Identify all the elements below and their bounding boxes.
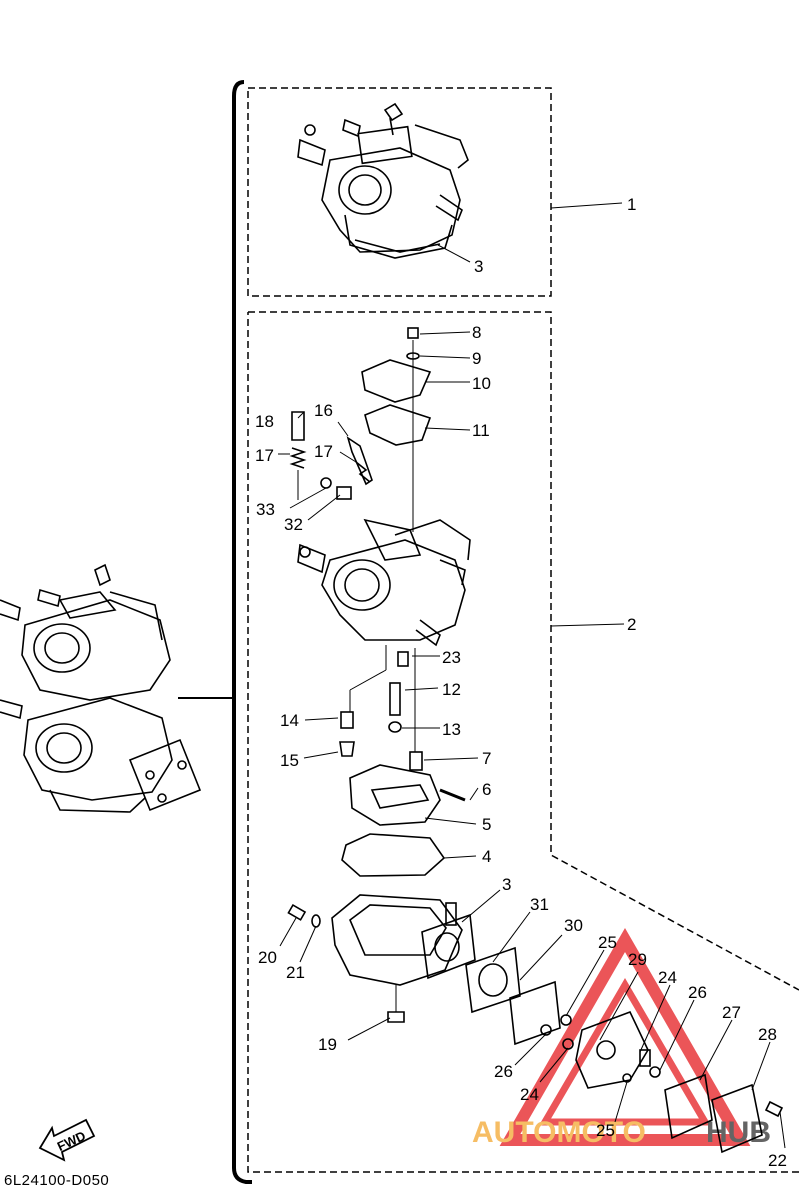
- pin-6: [439, 788, 466, 802]
- callout-28: 28: [758, 1025, 777, 1044]
- screw-8: [407, 327, 419, 339]
- callout-25-top: 25: [598, 933, 617, 952]
- cover-10: [361, 359, 432, 403]
- callout-32: 32: [284, 515, 303, 534]
- fuel-pump-parts: [421, 913, 784, 1154]
- screw-22: [764, 1100, 784, 1118]
- valve-24a: [560, 1014, 572, 1026]
- fwd-arrow-icon: FWD: [38, 1118, 96, 1162]
- callout-33: 33: [256, 500, 275, 519]
- float-chamber-parts: [287, 894, 463, 1023]
- callout-3-upper: 3: [474, 257, 483, 276]
- gasket-11: [364, 404, 432, 446]
- callout-14: 14: [280, 711, 299, 730]
- callout-23: 23: [442, 648, 461, 667]
- fwd-label: FWD: [55, 1128, 88, 1154]
- callout-2: 2: [627, 615, 636, 634]
- gasket-31: [421, 913, 476, 980]
- callout-24-bottom: 24: [520, 1085, 539, 1104]
- spring-17-right: [355, 461, 371, 483]
- float-5: [349, 764, 441, 826]
- callout-19: 19: [318, 1035, 337, 1054]
- carburetor-assembly-upper: [297, 102, 469, 259]
- bolt-20: [287, 903, 307, 921]
- callout-4: 4: [482, 847, 491, 866]
- callout-24-top: 24: [658, 968, 677, 987]
- leader-lines: [278, 202, 786, 1149]
- jet-13: [388, 721, 402, 733]
- spring-17-left: [289, 447, 307, 469]
- jet-23: [397, 651, 409, 667]
- callout-26-bottom: 26: [494, 1062, 513, 1081]
- callout-31: 31: [530, 895, 549, 914]
- callout-16: 16: [314, 401, 333, 420]
- callout-13: 13: [442, 720, 461, 739]
- callout-21: 21: [286, 963, 305, 982]
- callout-15: 15: [280, 751, 299, 770]
- callout-18: 18: [255, 412, 274, 431]
- float-chamber-3: [331, 894, 463, 986]
- callout-17-right: 17: [314, 442, 333, 461]
- callout-6: 6: [482, 780, 491, 799]
- main-bracket: [232, 80, 252, 1184]
- callout-30: 30: [564, 916, 583, 935]
- screw-26b: [649, 1066, 661, 1078]
- callout-25-bottom: 25: [596, 1121, 615, 1140]
- oring-33: [320, 477, 332, 489]
- watermark-text-a: AUTOMOTO: [472, 1116, 646, 1149]
- callout-27: 27: [722, 1003, 741, 1022]
- callout-12: 12: [442, 680, 461, 699]
- diagram-code: 6L24100-D050: [4, 1172, 110, 1189]
- callout-26-top: 26: [688, 983, 707, 1002]
- jet-parts: [339, 645, 466, 877]
- callout-8: 8: [472, 323, 481, 342]
- callout-9: 9: [472, 349, 481, 368]
- callout-17-left: 17: [255, 446, 274, 465]
- part-32: [336, 486, 352, 500]
- callout-11: 11: [472, 421, 490, 440]
- callout-5: 5: [482, 815, 491, 834]
- callout-20: 20: [258, 948, 277, 967]
- jet-14: [340, 711, 354, 729]
- top-cover-parts: [361, 327, 432, 532]
- screw-19: [387, 1011, 405, 1023]
- callout-29: 29: [628, 950, 647, 969]
- assembly-2-box: [247, 311, 799, 1173]
- valve-24b: [562, 1038, 574, 1050]
- twin-carburetor-assembly: [0, 563, 202, 813]
- carburetor-body-exploded: [297, 518, 471, 647]
- callout-labels: 1 3 8 9 10 11 18 16 17 17 33 32 2 23 12 …: [255, 195, 787, 1170]
- watermark-triangle-outer: [499, 927, 751, 1146]
- idle-screw-parts: [289, 411, 373, 500]
- assembly-1-box: [247, 87, 552, 297]
- screw-26a: [540, 1024, 552, 1036]
- plate-29: [509, 980, 561, 1046]
- callout-1: 1: [627, 195, 636, 214]
- callout-22: 22: [768, 1151, 787, 1170]
- jet-15: [339, 741, 355, 757]
- diaphragm-27: [664, 1073, 713, 1140]
- watermark-triangle-inner: [538, 978, 712, 1126]
- gasket-4: [341, 833, 446, 877]
- screw-16: [346, 436, 373, 486]
- callout-10: 10: [472, 374, 491, 393]
- screw-18: [291, 411, 305, 441]
- callout-7: 7: [482, 749, 491, 768]
- callout-3-lower: 3: [502, 875, 511, 894]
- emulsion-tube-12: [389, 682, 401, 716]
- needle-valve-7: [409, 751, 423, 771]
- cover-28: [711, 1083, 763, 1154]
- washer-21: [311, 914, 321, 928]
